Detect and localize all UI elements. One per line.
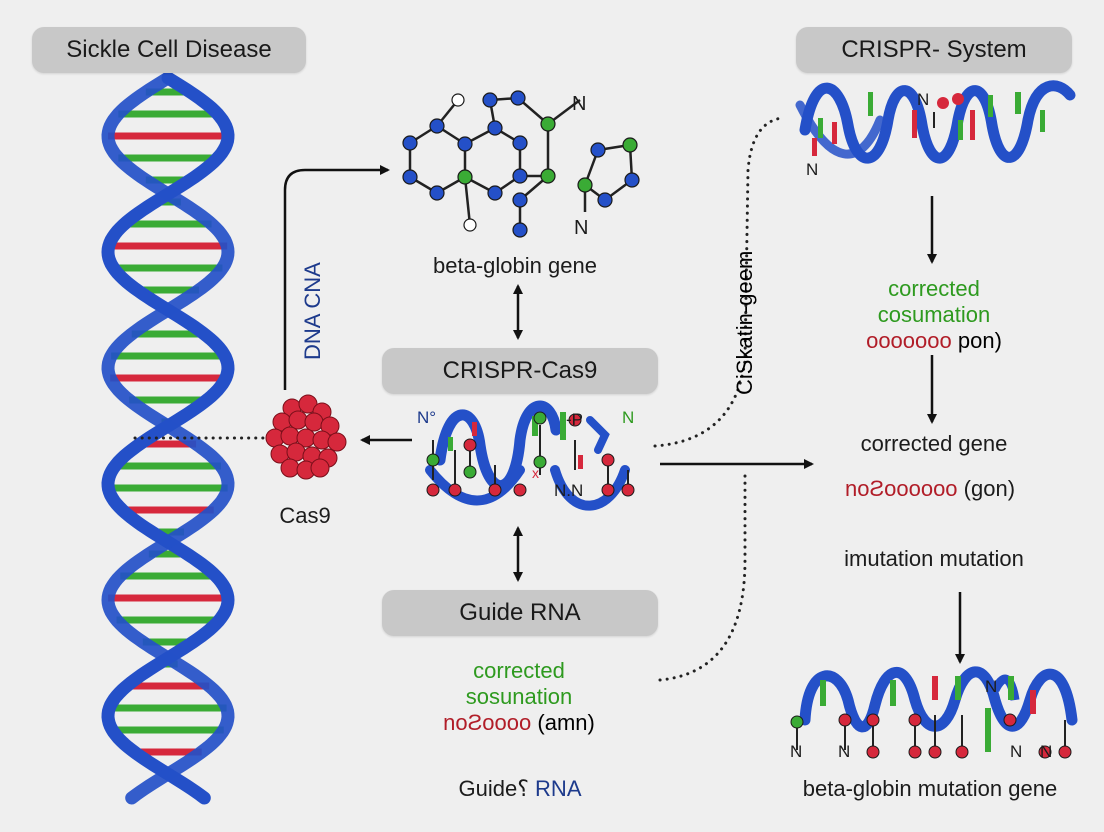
corrected-cosumation-line1: corrected: [888, 276, 980, 301]
cas9-protein-icon: [265, 394, 347, 480]
sequence-text: ooooooo: [866, 328, 952, 353]
guide-mark: ⸮: [517, 776, 529, 801]
dotted-connectors: [133, 116, 784, 682]
beta-globin-molecule-icon: [408, 96, 634, 230]
mutation-n-2: N: [838, 742, 851, 761]
mutation-n-3: N: [1010, 742, 1023, 761]
arrow-dna-to-beta-globin: [283, 165, 390, 390]
cas9-sphere: [327, 432, 347, 452]
center-n-left: N°: [417, 408, 437, 427]
dna-cna-label: DNA CNA: [300, 262, 325, 360]
crispr-system-n-left: N: [806, 160, 819, 179]
crispr-cas9-strand-icon: x: [425, 400, 635, 511]
rna-text: RNA: [535, 776, 582, 801]
arrows: [283, 165, 965, 664]
beta-globin-mutation-gene-label: beta-globin mutation gene: [802, 776, 1058, 801]
center-n-right: N: [622, 408, 635, 427]
corrected-cosumation-line2: cosumation: [877, 302, 991, 327]
center-nn-label: N.N: [554, 481, 584, 500]
crispr-system-strand-icon: [795, 80, 1076, 164]
imutation-mutation-label: imutation mutation: [844, 546, 1024, 571]
mutation-n-4: N: [1040, 742, 1053, 761]
corrected-cosumation-sequence: ooooooo pon): [866, 328, 1002, 354]
corrected-sosunation-line1: corrected: [473, 658, 565, 683]
cas9-sphere: [286, 442, 306, 462]
molecule-n-bottom: N: [574, 217, 589, 239]
helix-strand: [101, 71, 235, 805]
crispr-system-n-top: N: [917, 90, 930, 109]
corrected-sosunation-line2: sosunation: [465, 684, 573, 709]
ciskatin-geem-label: CiSkatin-geem: [732, 250, 757, 395]
corrected-gene-sequence: noƧoooooo (gon): [845, 476, 1015, 502]
center-p-label: -P: [566, 410, 583, 429]
cas9-sphere: [280, 426, 300, 446]
cas9-sphere: [280, 458, 300, 478]
mutation-n-1: N: [790, 742, 803, 761]
sequence-suffix: pon): [957, 328, 1002, 353]
beta-globin-gene-label: beta-globin gene: [433, 253, 597, 278]
mutation-strand-icon: [790, 666, 1078, 759]
crispr-system-pill: CRISPR- System: [796, 27, 1072, 73]
sequence-suffix: (gon): [963, 476, 1016, 501]
sequence-suffix: (amn): [537, 710, 595, 735]
sequence-text: noƧoooo: [443, 710, 532, 735]
guide-rna-pill: Guide RNA: [382, 590, 658, 636]
left-dna-helix-icon: [101, 71, 235, 805]
mutation-n-top: N: [985, 677, 998, 696]
corrected-sosunation-sequence: noƧoooo (amn): [443, 710, 595, 736]
corrected-gene-label: corrected gene: [860, 431, 1008, 456]
cas9-sphere: [304, 412, 324, 432]
sickle-cell-disease-pill: Sickle Cell Disease: [32, 27, 306, 73]
svg-text:x: x: [532, 465, 539, 481]
corrected-sosunation-group: corrected sosunation noƧoooo (amn): [443, 658, 595, 736]
guide-text: Guide: [458, 776, 518, 801]
sequence-text: noƧoooooo: [844, 476, 958, 501]
guide-rna-bottom-label: Guide⸮ RNA: [459, 776, 582, 802]
corrected-cosumation-group: corrected cosumation ooooooo pon): [866, 276, 1002, 354]
crispr-cas9-pill: CRISPR-Cas9: [382, 348, 658, 394]
cas9-label: Cas9: [279, 503, 331, 528]
molecule-n-top: N: [572, 93, 587, 115]
cas9-sphere: [310, 458, 330, 478]
cas9-sphere: [288, 410, 308, 430]
beta-globin-atoms: [402, 90, 640, 238]
